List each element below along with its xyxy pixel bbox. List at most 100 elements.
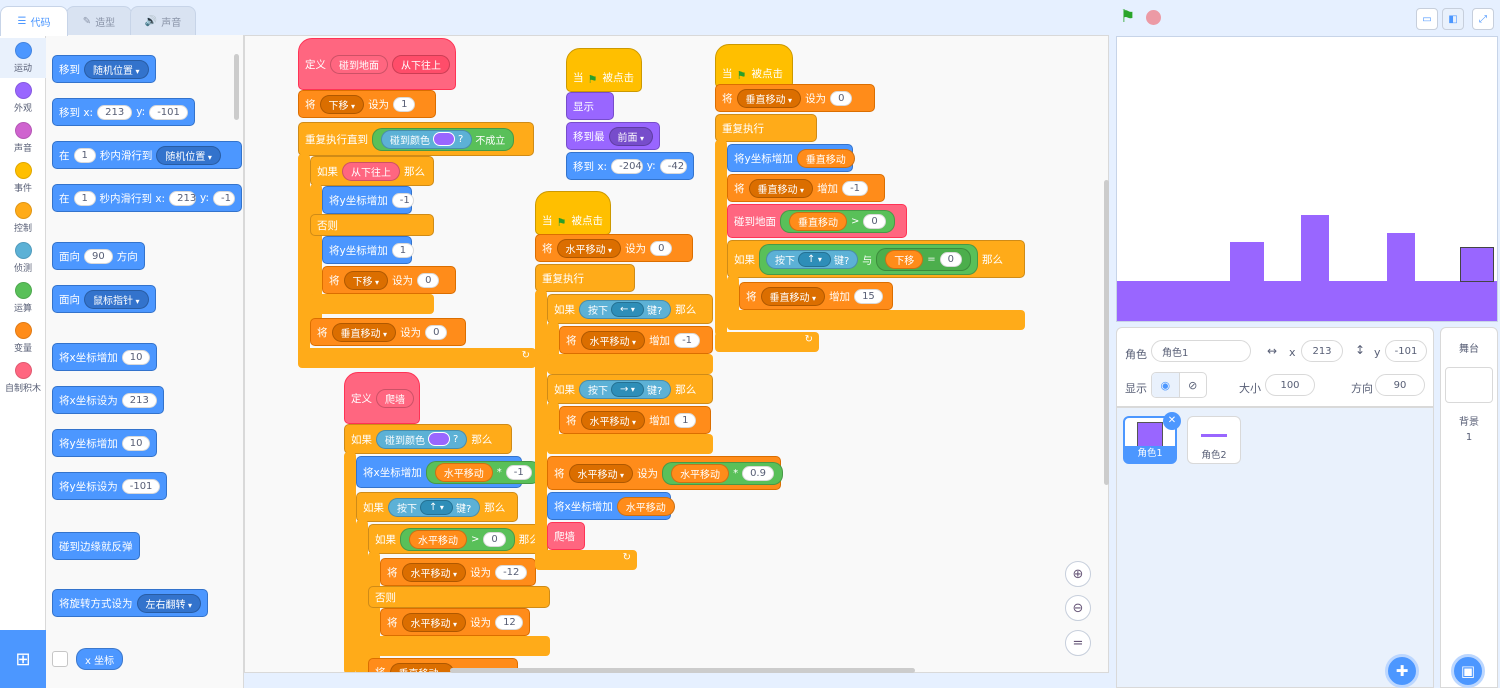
change-y-input-1[interactable]: -1: [391, 192, 414, 208]
var-dropdown[interactable]: 垂直移动: [331, 322, 397, 342]
layer-dropdown[interactable]: 前面: [608, 126, 654, 146]
size-field[interactable]: 100: [1265, 374, 1315, 396]
when-flag-clicked-2[interactable]: 当⚑被点击: [535, 191, 611, 235]
set-down-block[interactable]: 将下移设为1: [298, 90, 436, 118]
x-field[interactable]: 213: [1301, 340, 1343, 362]
set-vmove-zero-block[interactable]: 将垂直移动设为0: [310, 318, 466, 346]
gt-operator[interactable]: 垂直移动>0: [780, 209, 895, 233]
palette-bounce-block[interactable]: 碰到边缘就反弹: [52, 532, 140, 560]
var-dropdown[interactable]: 垂直移动: [748, 178, 814, 198]
repeat-until-block[interactable]: 重复执行直到碰到颜色?不成立: [298, 122, 534, 156]
forever-block-2[interactable]: 重复执行: [715, 114, 817, 142]
key-dropdown[interactable]: ↑: [420, 499, 453, 515]
touching-color-sensor-2[interactable]: 碰到颜色?: [376, 429, 468, 449]
glide-target-dropdown[interactable]: 随机位置: [156, 145, 221, 165]
green-flag-button[interactable]: ⚑: [1120, 9, 1135, 26]
var-dropdown[interactable]: 水平移动: [401, 612, 467, 632]
player-sprite[interactable]: [1460, 247, 1494, 282]
choose-backdrop-button[interactable]: ▣: [1451, 654, 1485, 688]
add-extension-button[interactable]: ⊞: [0, 630, 46, 688]
multiplier-input[interactable]: -1: [505, 464, 532, 480]
define-climb-block[interactable]: 定义爬墙: [344, 372, 420, 424]
value-input[interactable]: -1: [674, 332, 701, 348]
x-input[interactable]: 213: [97, 104, 133, 120]
equals-operator[interactable]: 下移=0: [876, 247, 972, 271]
hmove-reporter[interactable]: 水平移动: [616, 496, 675, 516]
set-x-input[interactable]: 213: [121, 392, 157, 408]
change-vmove-neg1-block[interactable]: 将垂直移动增加-1: [727, 174, 885, 202]
y-input[interactable]: -42: [659, 158, 687, 174]
var-dropdown[interactable]: 垂直移动: [389, 662, 455, 672]
change-y-block-1[interactable]: 将y坐标增加-1: [322, 186, 414, 214]
set-hmove-zero-block[interactable]: 将水平移动设为0: [535, 234, 693, 262]
category-sensing[interactable]: 侦测: [0, 238, 46, 278]
rotation-dropdown[interactable]: 左右翻转: [136, 593, 202, 613]
key-dropdown[interactable]: ←: [611, 301, 644, 317]
change-x-by-hmove-block[interactable]: 将x坐标增加水平移动: [547, 492, 675, 520]
category-operators[interactable]: 运算: [0, 278, 46, 318]
value-input[interactable]: -1: [842, 180, 869, 196]
zoom-reset-button[interactable]: =: [1065, 630, 1091, 656]
multiply-operator[interactable]: 水平移动*0.9: [662, 461, 783, 485]
palette-x-position-reporter[interactable]: x 坐标: [76, 648, 124, 670]
bottom-up-reporter[interactable]: 从下往上: [342, 161, 400, 181]
var-dropdown[interactable]: 下移: [343, 270, 389, 290]
stage-selector[interactable]: 舞台 背景 1 ▣: [1440, 327, 1498, 688]
gt-operator[interactable]: 水平移动>0: [400, 527, 515, 551]
value-input[interactable]: 0: [425, 324, 448, 340]
value-input[interactable]: 0: [650, 240, 673, 256]
change-y-input-2[interactable]: 1: [391, 242, 414, 258]
sprite-tile-2[interactable]: 角色2: [1187, 416, 1241, 464]
x-input[interactable]: -204: [611, 158, 643, 174]
category-sound[interactable]: 声音: [0, 118, 46, 158]
key-pressed-sensor[interactable]: 按下↑键?: [766, 249, 859, 269]
touching-color-sensor[interactable]: 碰到颜色?: [381, 129, 473, 149]
sprite-name-field[interactable]: 角色1: [1151, 340, 1251, 362]
direction-field[interactable]: 90: [1375, 374, 1425, 396]
set-hmove-neg12-block[interactable]: 将水平移动设为-12: [380, 558, 536, 586]
var-dropdown[interactable]: 垂直移动: [736, 88, 802, 108]
change-hmove-neg1-block[interactable]: 将水平移动增加-1: [559, 326, 713, 354]
multiply-operator[interactable]: 水平移动*-1: [425, 460, 541, 484]
change-y-input[interactable]: 10: [121, 435, 151, 451]
color-swatch[interactable]: [433, 132, 455, 146]
glidexy-y-input[interactable]: -1: [213, 190, 235, 206]
eq-input[interactable]: 0: [939, 251, 963, 267]
y-input[interactable]: -101: [149, 104, 188, 120]
palette-rotation-style-block[interactable]: 将旋转方式设为左右翻转: [52, 589, 209, 617]
y-field[interactable]: -101: [1385, 340, 1427, 362]
towards-dropdown[interactable]: 鼠标指针: [84, 289, 149, 309]
category-control[interactable]: 控制: [0, 198, 46, 238]
palette-point-towards-block[interactable]: 面向鼠标指针: [52, 285, 156, 313]
set-hmove-12-block[interactable]: 将水平移动设为12: [380, 608, 530, 636]
set-hmove-multiply-block[interactable]: 将水平移动设为水平移动*0.9: [547, 456, 783, 490]
value-input[interactable]: -12: [495, 564, 528, 580]
bottom-up-param[interactable]: 从下往上: [392, 54, 450, 74]
var-dropdown[interactable]: 水平移动: [580, 410, 646, 430]
show-sprite-button[interactable]: ◉: [1152, 373, 1179, 397]
call-climb-block[interactable]: 爬墙: [547, 522, 585, 550]
tab-sounds[interactable]: 🔊声音: [130, 6, 196, 36]
hmove-reporter[interactable]: 水平移动: [671, 463, 730, 483]
value-input[interactable]: 0: [830, 90, 853, 106]
color-swatch-2[interactable]: [428, 432, 450, 446]
zoom-in-button[interactable]: ⊕: [1065, 561, 1091, 587]
choose-sprite-button[interactable]: ✚: [1385, 654, 1419, 688]
change-x-input[interactable]: 10: [121, 349, 151, 365]
glide-secs-input[interactable]: 1: [73, 147, 96, 163]
category-my-blocks[interactable]: 自制积木: [0, 358, 46, 398]
key-dropdown[interactable]: →: [611, 381, 644, 397]
set-y-input[interactable]: -101: [121, 478, 161, 494]
change-y-by-vmove-block[interactable]: 将y坐标增加垂直移动: [727, 144, 855, 172]
key-pressed-sensor[interactable]: 按下↑键?: [388, 497, 481, 517]
tab-code[interactable]: ☰代码: [0, 6, 68, 36]
palette-set-y-block[interactable]: 将y坐标设为-101: [52, 472, 168, 500]
